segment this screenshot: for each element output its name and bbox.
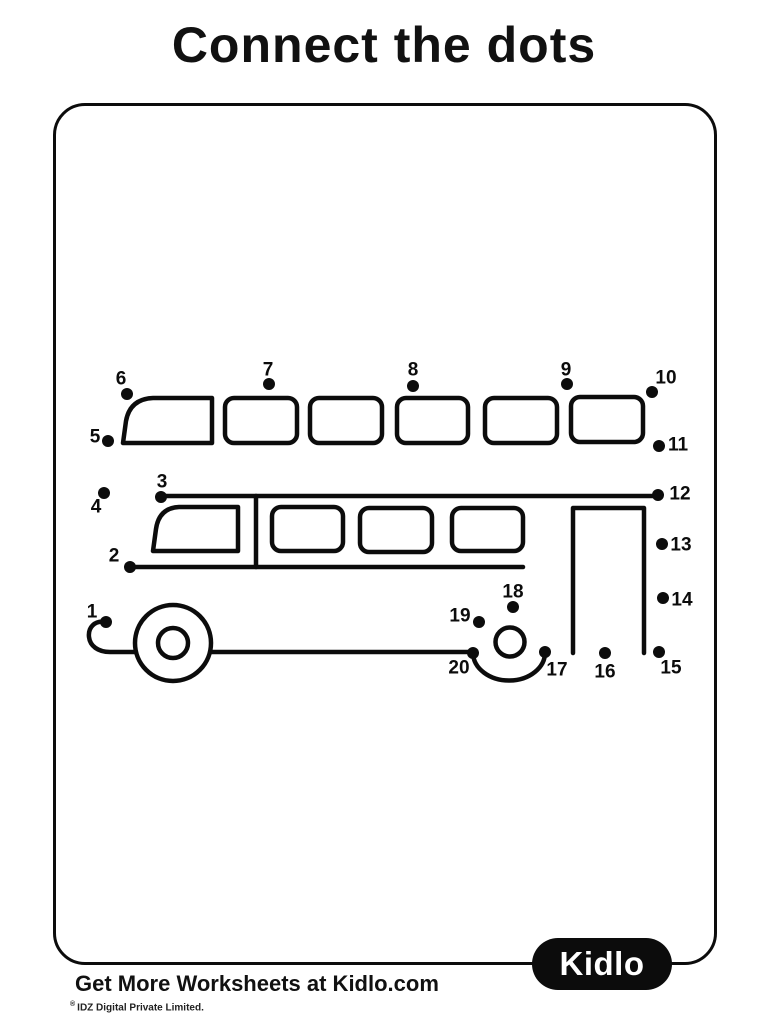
lower-deck-window-2 [357, 505, 435, 555]
door-outline [570, 505, 647, 656]
dot-label-8: 8 [408, 360, 419, 381]
dot-label-5: 5 [90, 427, 101, 448]
worksheet-frame [53, 103, 717, 965]
dot-3[interactable] [155, 491, 167, 503]
dot-label-9: 9 [561, 360, 572, 381]
dot-label-1: 1 [87, 602, 98, 623]
kidlo-logo: Kidlo [532, 938, 672, 990]
footer-message: Get More Worksheets at Kidlo.com [75, 971, 439, 996]
dot-15[interactable] [653, 646, 665, 658]
dot-1[interactable] [100, 616, 112, 628]
front-wheel-hub [155, 625, 191, 661]
page-title: Connect the dots [171, 17, 597, 73]
dot-4[interactable] [98, 487, 110, 499]
dot-label-13: 13 [670, 535, 691, 556]
dot-17[interactable] [539, 646, 551, 658]
dot-label-2: 2 [109, 546, 120, 567]
upper-deck-window-5 [568, 394, 646, 445]
copyright-line: ®IDZ Digital Private Limited. [70, 1001, 204, 1013]
rear-wheel [493, 625, 527, 659]
dot-19[interactable] [473, 616, 485, 628]
dot-label-17: 17 [546, 660, 567, 681]
upper-deck-front-window [120, 395, 215, 446]
dot-7[interactable] [263, 378, 275, 390]
dot-12[interactable] [652, 489, 664, 501]
dot-20[interactable] [467, 647, 479, 659]
dot-label-4: 4 [91, 497, 102, 518]
dot-label-6: 6 [116, 369, 127, 390]
lower-deck-front-window [150, 504, 241, 554]
dot-label-14: 14 [671, 590, 693, 611]
dot-label-12: 12 [669, 484, 690, 505]
upper-deck-window-4 [482, 395, 560, 446]
dot-6[interactable] [121, 388, 133, 400]
dot-9[interactable] [561, 378, 573, 390]
dot-label-3: 3 [157, 472, 168, 493]
copyright-text: IDZ Digital Private Limited. [77, 1002, 204, 1014]
kidlo-logo-text: Kidlo [559, 945, 645, 982]
dot-2[interactable] [124, 561, 136, 573]
lower-deck-window-3 [449, 505, 526, 554]
lower-deck-window-1 [269, 504, 346, 554]
dot-label-7: 7 [263, 360, 274, 381]
dot-label-20: 20 [448, 658, 469, 679]
upper-deck-window-1 [222, 395, 300, 446]
dot-16[interactable] [599, 647, 611, 659]
dot-5[interactable] [102, 435, 114, 447]
trademark-symbol: ® [70, 1001, 76, 1008]
dot-label-16: 16 [594, 662, 615, 683]
dot-label-15: 15 [660, 658, 682, 679]
dot-label-10: 10 [655, 368, 676, 389]
chassis-line-with-hook [86, 619, 476, 655]
upper-deck-window-3 [394, 395, 471, 446]
dot-14[interactable] [657, 592, 669, 604]
dot-13[interactable] [656, 538, 668, 550]
dot-11[interactable] [653, 440, 665, 452]
upper-deck-window-2 [307, 395, 385, 446]
dot-label-18: 18 [502, 582, 523, 603]
dot-label-11: 11 [668, 435, 689, 456]
rear-wheel-arch [470, 649, 548, 683]
dot-label-19: 19 [449, 606, 470, 627]
dot-18[interactable] [507, 601, 519, 613]
dot-8[interactable] [407, 380, 419, 392]
dot-10[interactable] [646, 386, 658, 398]
